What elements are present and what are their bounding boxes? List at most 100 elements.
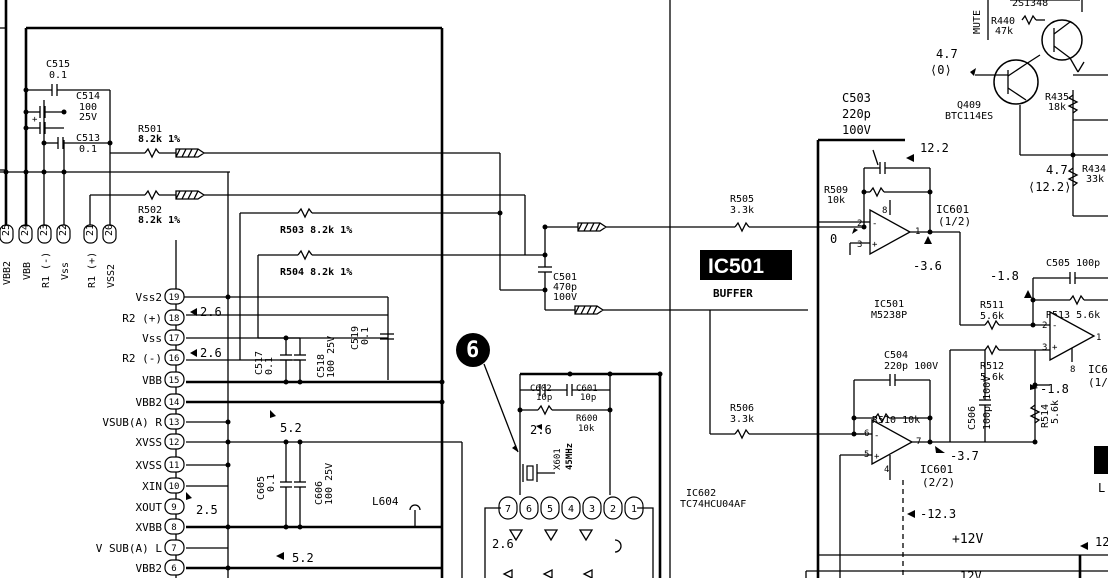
connector-top-pins: 25 VBB2 24 VBB 23 R1 (-) 22 Vss 21 R1 (+… [0, 224, 117, 288]
svg-text:+: + [1052, 343, 1058, 353]
c513-ref: C513 [76, 133, 100, 144]
ic602-pin-number: 7 [505, 504, 511, 515]
ic602-pin-number: 3 [589, 504, 595, 515]
svg-text:R510 10k: R510 10k [872, 415, 920, 426]
r501-value: 8.2k 1% [138, 134, 180, 145]
c519-value: 0.1 [360, 327, 371, 345]
c519-ref: C519 [350, 326, 361, 350]
svg-text:2.6: 2.6 [492, 537, 514, 551]
svg-text:23: 23 [39, 224, 50, 236]
connector-pin-label: VBB2 [136, 396, 163, 409]
connector-pin-number: 14 [169, 398, 180, 408]
r504-label: R504 8.2k 1% [280, 267, 352, 278]
connector-pin: 24 VBB [18, 224, 33, 280]
svg-text:R1 (+): R1 (+) [87, 252, 98, 288]
svg-text:C601: C601 [576, 384, 598, 394]
svg-text:Q409: Q409 [957, 100, 981, 111]
c517-value: 0.1 [264, 357, 275, 375]
voltage-5-2-pin13: 5.2 [280, 421, 302, 435]
c501-ref: C501 [553, 272, 577, 283]
connector-pin-number: 13 [169, 418, 180, 428]
svg-text:+: + [32, 115, 38, 125]
svg-text:24: 24 [20, 224, 31, 236]
ic602-pin [540, 496, 560, 520]
r503-label: R503 8.2k 1% [280, 225, 352, 236]
svg-text:45MHz: 45MHz [565, 443, 575, 470]
r502-value: 8.2k 1% [138, 215, 180, 226]
svg-text:-: - [872, 219, 877, 229]
svg-text:3.3k: 3.3k [730, 414, 754, 425]
connector-pin-number: 11 [169, 461, 180, 471]
svg-text:5.6k: 5.6k [1050, 400, 1061, 424]
svg-text:12V: 12V [960, 569, 982, 578]
svg-text:+: + [872, 240, 878, 250]
connector-pin-number: 6 [171, 564, 176, 574]
voltage-2-6-pin16: 2.6 [200, 346, 222, 360]
connector-pin-label: R2 (-) [122, 352, 162, 365]
svg-text:6: 6 [864, 429, 869, 439]
connector-pin: 20 VSS2 [102, 224, 117, 288]
connector-pin-label: VSUB(A) R [102, 416, 162, 429]
voltage-2-5-pin10: 2.5 [196, 503, 218, 517]
svg-text:(1/: (1/ [1088, 376, 1108, 389]
svg-text:10p: 10p [580, 393, 596, 403]
connector-pin-number: 10 [169, 482, 180, 492]
c501-capacitor: C501 470p 100V [538, 227, 577, 310]
opamp-ic601-1: - + 8 2 3 1 C503 220p 100V R509 10k IC60… [816, 91, 971, 578]
svg-text:MUTE: MUTE [972, 10, 983, 34]
connector-pin-number: 19 [169, 293, 180, 303]
c605-ref: C605 [256, 476, 267, 500]
c514-value: 100 [79, 102, 97, 113]
svg-text:22: 22 [58, 224, 69, 236]
svg-text:R509: R509 [824, 185, 848, 196]
svg-text:VBB: VBB [22, 262, 33, 280]
svg-text:100p 100V: 100p 100V [982, 376, 993, 430]
svg-text:-3.6: -3.6 [913, 259, 942, 273]
c518-value: 100 25V [326, 336, 337, 378]
svg-text:2S1348: 2S1348 [1012, 0, 1048, 9]
c518-ref: C518 [316, 354, 327, 378]
c513-capacitor: C513 0.1 [44, 133, 110, 155]
svg-text:R434: R434 [1082, 164, 1106, 175]
opamp-ic6-partial: R511 5.6k -1.8 C505 100p R513 5.6k - + 2… [959, 232, 1108, 495]
svg-text:-1.8: -1.8 [1040, 382, 1069, 396]
callout-marker-6: 6 [456, 333, 519, 453]
connector-pin-label: XVSS [136, 436, 163, 449]
svg-text:-3.7: -3.7 [950, 449, 979, 463]
ic602-pin-number: 4 [568, 504, 574, 515]
ic602-pin [561, 496, 581, 520]
connector-pin-label: XVSS [136, 459, 163, 472]
svg-text:R514: R514 [1040, 404, 1051, 428]
opamp-ic601-2: - + 6 5 7 4 C504 220p 100V R510 10k IC60… [840, 349, 985, 489]
svg-text:18k: 18k [1048, 102, 1066, 113]
ic602-pin [582, 496, 602, 520]
svg-text:C506: C506 [967, 406, 978, 430]
connector-pin-number: 17 [169, 334, 180, 344]
connector-pin: 23 R1 (-) [37, 224, 52, 288]
c606-value: 100 25V [324, 463, 335, 505]
svg-text:R511: R511 [980, 300, 1004, 311]
svg-text:0: 0 [830, 232, 837, 246]
connector-pin-label: VBB [142, 374, 162, 387]
connector-pin-label: Vss2 [136, 291, 163, 304]
c514-ref: C514 [76, 91, 100, 102]
svg-text:33k: 33k [1086, 174, 1104, 185]
svg-text:47k: 47k [995, 26, 1013, 37]
svg-text:3.3k: 3.3k [730, 205, 754, 216]
c515-ref: C515 [46, 59, 70, 70]
svg-text:-1.8: -1.8 [990, 269, 1019, 283]
svg-text:X601: X601 [553, 448, 563, 470]
svg-text:R506: R506 [730, 403, 754, 414]
c605-value: 0.1 [266, 474, 277, 492]
c606-ref: C606 [314, 481, 325, 505]
connector-pin-label: XOUT [136, 501, 163, 514]
svg-text:4: 4 [884, 465, 889, 475]
c517-ref: C517 [254, 351, 265, 375]
c515-capacitor: C515 0.1 [26, 59, 110, 96]
svg-text:VBB2: VBB2 [2, 261, 13, 285]
